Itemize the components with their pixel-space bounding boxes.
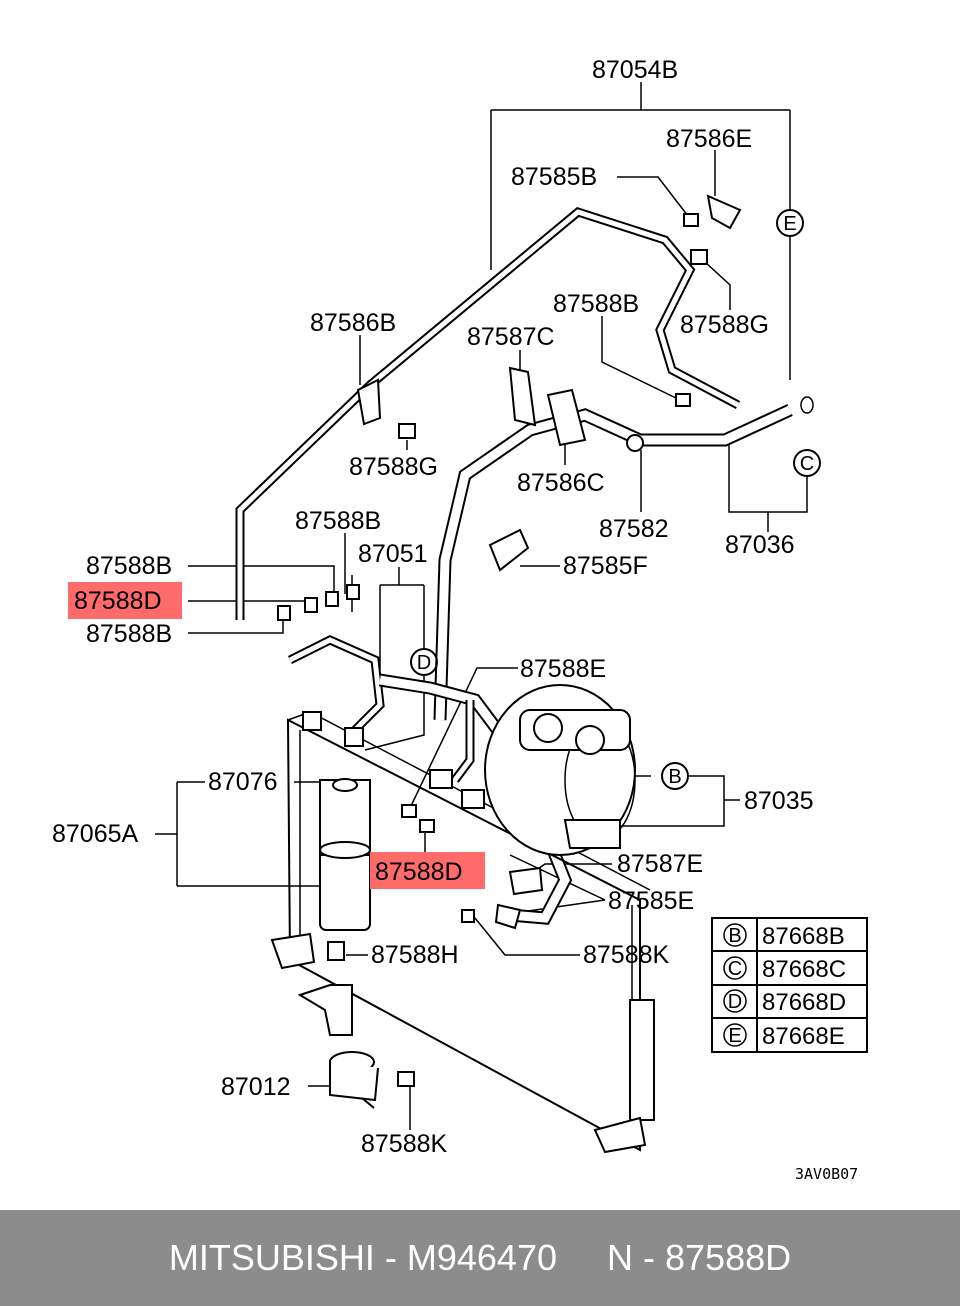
label-87036: 87036 <box>725 531 795 559</box>
legend-table: B 87668B C 87668C D 87668D E 87668E <box>711 917 868 1053</box>
diagram-code: 3AV0B07 <box>795 1165 858 1183</box>
legend-part-87668C: 87668C <box>762 956 846 983</box>
legend-part-87668E: 87668E <box>762 1023 845 1050</box>
label-87586C: 87586C <box>517 469 605 497</box>
footer-part-info: MITSUBISHI - M946470 N - 87588D <box>168 1237 792 1278</box>
label-87588B-a: 87588B <box>295 507 381 535</box>
label-87051: 87051 <box>358 540 428 568</box>
label-87586E: 87586E <box>666 125 752 153</box>
label-87012: 87012 <box>221 1073 291 1101</box>
label-87588B-top: 87588B <box>553 290 639 318</box>
label-87035: 87035 <box>744 787 814 815</box>
label-87587C: 87587C <box>467 323 555 351</box>
label-87585F: 87585F <box>563 552 648 580</box>
highlight-87588D-mid <box>370 852 485 889</box>
footer-bar: MITSUBISHI - M946470 N - 87588D <box>0 1210 960 1306</box>
legend-key-E: E <box>728 1025 741 1047</box>
label-87587E: 87587E <box>617 850 703 878</box>
label-87588B-c: 87588B <box>86 620 172 648</box>
label-87054B: 87054B <box>592 56 678 84</box>
part-labels: 87054B 87586E 87585B 87588B 87588G 87586… <box>52 56 858 1183</box>
callout-E: E <box>783 213 796 235</box>
legend-key-C: C <box>728 958 742 980</box>
legend-part-87668D: 87668D <box>762 989 846 1016</box>
callout-markers: E C D B <box>410 209 821 790</box>
parts-diagram: E C D B 87054B 87586E 87585B 87588B 8758… <box>52 56 868 1183</box>
clamp <box>297 984 379 1109</box>
label-87586B: 87586B <box>310 309 396 337</box>
legend-key-B: B <box>728 925 741 947</box>
receiver-drier <box>319 778 371 931</box>
label-87588D-mid: 87588D <box>375 858 463 886</box>
label-87588H: 87588H <box>371 941 459 969</box>
label-87065A: 87065A <box>52 820 139 848</box>
label-87588K-right: 87588K <box>583 941 670 969</box>
label-87582: 87582 <box>599 515 669 543</box>
legend-key-D: D <box>728 991 742 1013</box>
callout-D: D <box>417 652 431 674</box>
label-87588B-b: 87588B <box>86 552 172 580</box>
label-87588G-top: 87588G <box>680 311 769 339</box>
label-87585E: 87585E <box>608 887 694 915</box>
label-87588G-mid: 87588G <box>349 453 438 481</box>
label-87588E: 87588E <box>520 655 606 683</box>
callout-B: B <box>668 766 681 788</box>
legend-part-87668B: 87668B <box>762 923 845 950</box>
label-87585B: 87585B <box>511 163 597 191</box>
small-parts <box>277 194 814 1087</box>
highlight-87588D-left <box>68 582 182 619</box>
label-87588D-left: 87588D <box>74 587 162 615</box>
label-87588K-bottom: 87588K <box>361 1130 448 1158</box>
leader-lines <box>155 82 808 1130</box>
compressor <box>484 684 636 856</box>
callout-C: C <box>800 453 814 475</box>
label-87076: 87076 <box>208 768 278 796</box>
